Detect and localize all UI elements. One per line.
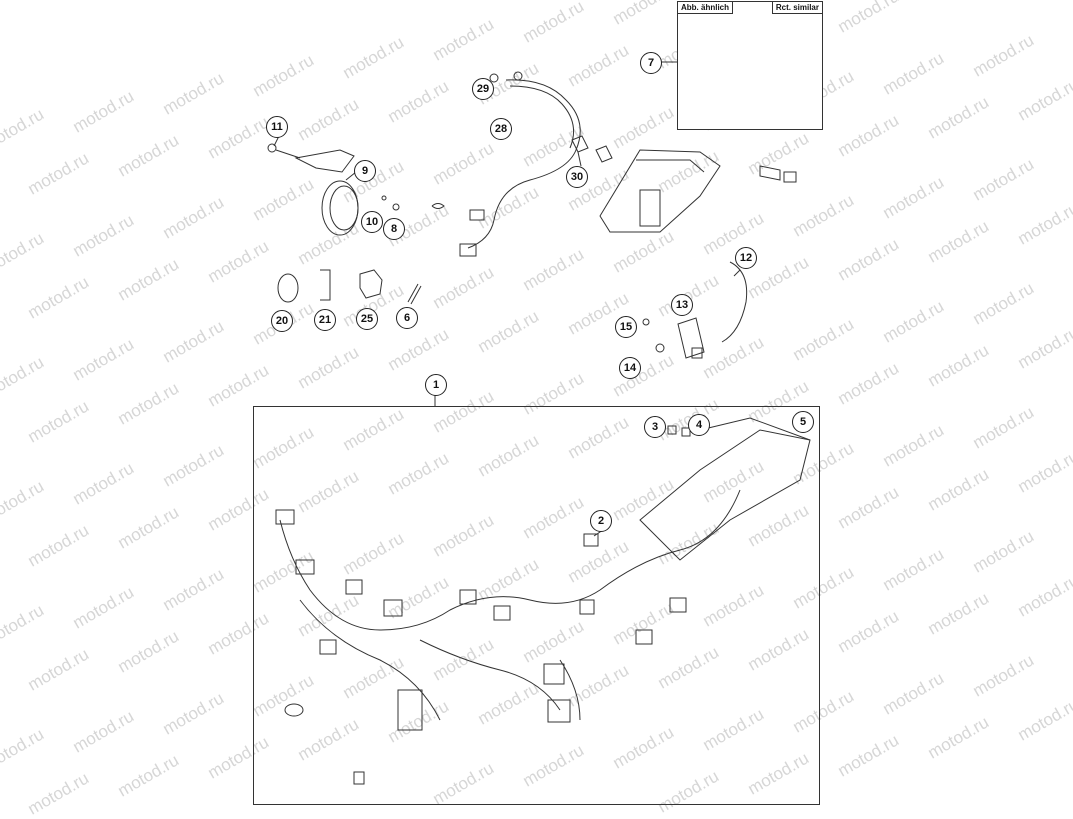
callout-9[interactable]: 9	[354, 160, 376, 182]
main-harness-drawing	[275, 417, 811, 785]
headlight-bracket-drawing	[267, 143, 445, 236]
main-harness-frame	[253, 406, 820, 805]
callout-7[interactable]: 7	[640, 52, 662, 74]
callout-15[interactable]: 15	[615, 316, 637, 338]
callout-5[interactable]: 5	[792, 411, 814, 433]
callout-3[interactable]: 3	[644, 416, 666, 438]
callout-30[interactable]: 30	[566, 166, 588, 188]
callout-11[interactable]: 11	[266, 116, 288, 138]
similar-part-inset: Abb. ähnlich Rct. similar	[677, 1, 823, 130]
callout-10[interactable]: 10	[361, 211, 383, 233]
callout-4[interactable]: 4	[688, 414, 710, 436]
callout-13[interactable]: 13	[671, 294, 693, 316]
callout-2[interactable]: 2	[590, 510, 612, 532]
callout-6[interactable]: 6	[396, 307, 418, 329]
callout-28[interactable]: 28	[490, 118, 512, 140]
inset-label-left: Abb. ähnlich	[678, 2, 733, 14]
small-parts-drawing	[277, 269, 422, 305]
cable-harness-28-drawing	[459, 71, 581, 257]
relay-13-drawing	[642, 261, 748, 359]
frame-bracket-30-drawing	[571, 135, 797, 233]
callout-25[interactable]: 25	[356, 308, 378, 330]
callout-20[interactable]: 20	[271, 310, 293, 332]
callout-14[interactable]: 14	[619, 357, 641, 379]
inset-label-right: Rct. similar	[771, 2, 822, 14]
callout-8[interactable]: 8	[383, 218, 405, 240]
callout-12[interactable]: 12	[735, 247, 757, 269]
callout-21[interactable]: 21	[314, 309, 336, 331]
callout-29[interactable]: 29	[472, 78, 494, 100]
callout-1[interactable]: 1	[425, 374, 447, 396]
